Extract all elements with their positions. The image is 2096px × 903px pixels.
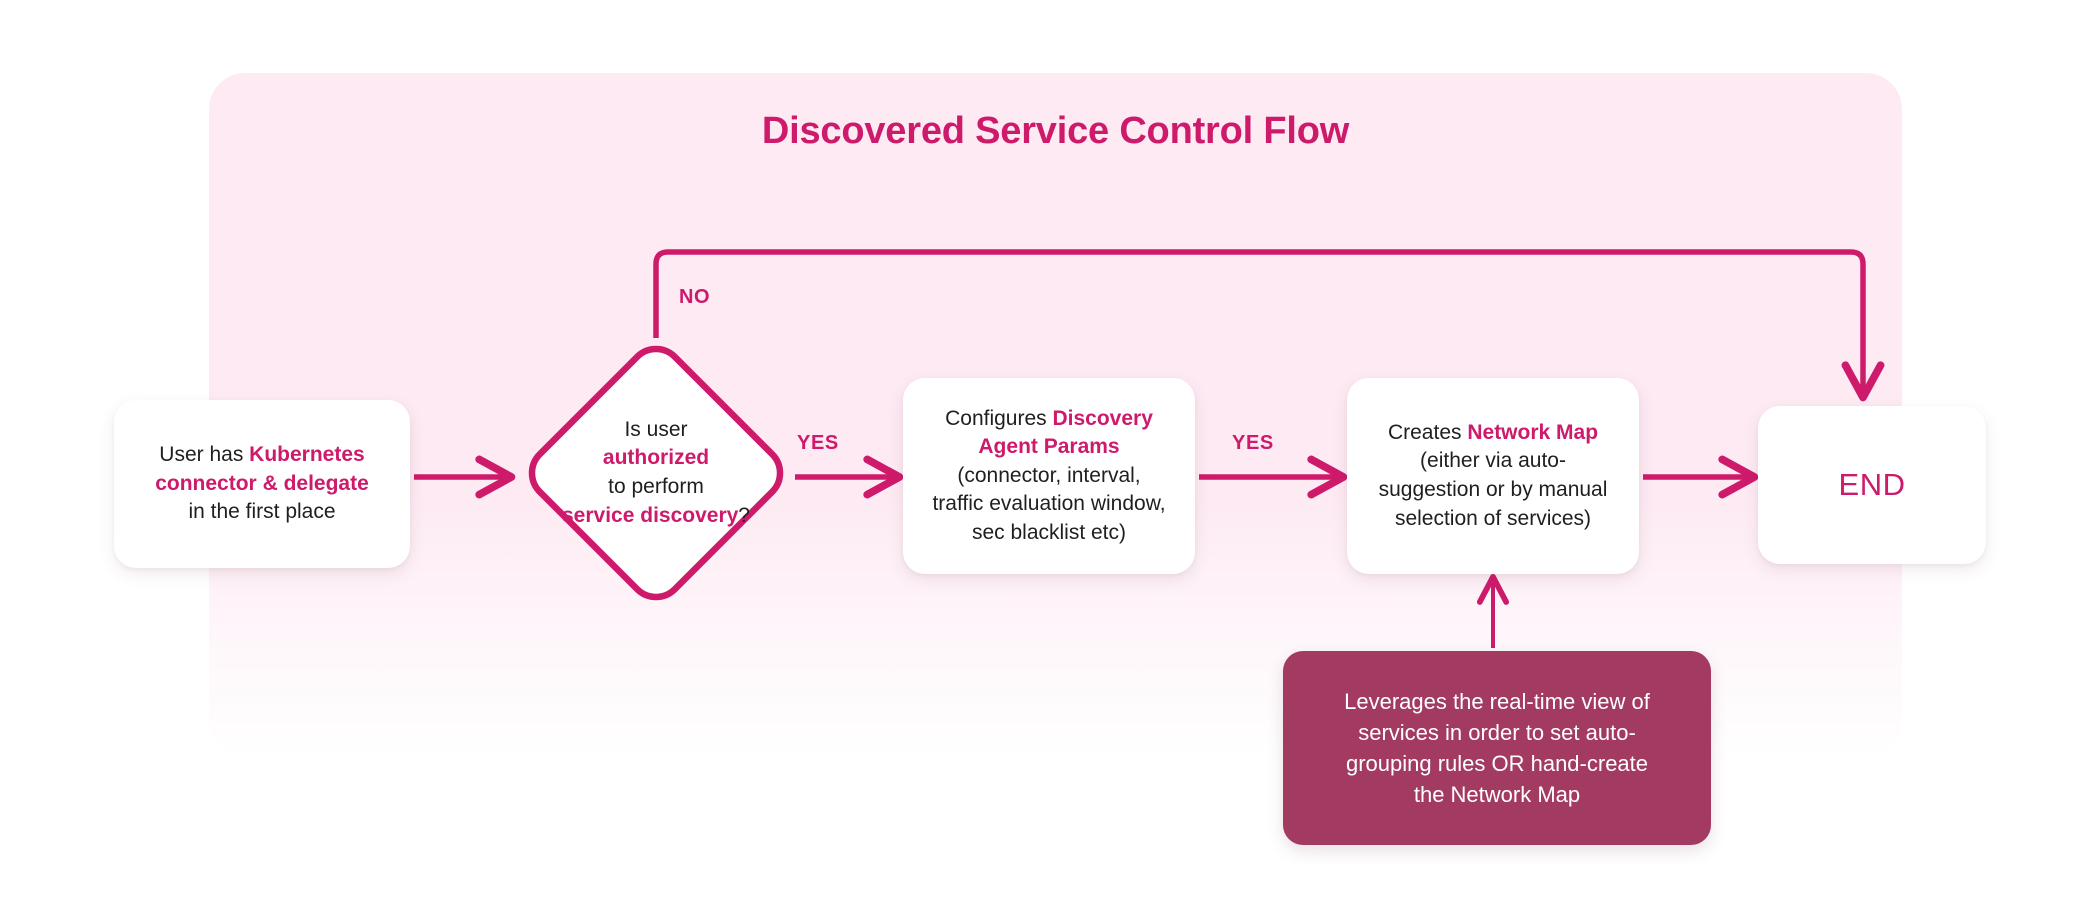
node-start-line3: in the first place — [188, 500, 336, 524]
edge-label-no: NO — [679, 286, 711, 308]
edge-label-yes-authorized: YES — [797, 432, 839, 454]
diamond-shape — [528, 345, 784, 601]
node-configure-line1-highlight: Discovery — [1052, 406, 1153, 430]
node-configure-line5: sec blacklist etc) — [971, 520, 1127, 544]
node-configure-line3: (connector, interval, — [957, 463, 1141, 487]
node-networkmap-line1-highlight: Network Map — [1467, 420, 1599, 444]
node-end[interactable]: END — [1758, 406, 1986, 564]
node-decision-line4-suffix: ? — [738, 503, 750, 527]
node-decision-is-user-authorized[interactable]: Is user authorized to perform service di… — [521, 338, 791, 608]
node-networkmap-line3: suggestion or by manual — [1378, 478, 1608, 501]
node-decision-line3: to perform — [608, 475, 704, 498]
node-start-line1-plain: User has — [159, 443, 250, 467]
node-decision-text: Is user authorized to perform service di… — [521, 338, 791, 608]
edge-label-yes-configured: YES — [1232, 432, 1274, 454]
node-configures-discovery-agent-params[interactable]: Configures Discovery Agent Params (conne… — [903, 378, 1195, 574]
node-end-label: END — [1838, 466, 1906, 502]
node-configure-line1-plain: Configures — [945, 406, 1053, 430]
node-configure-line2-highlight: Agent Params — [978, 435, 1120, 459]
node-note-line3: grouping rules OR hand-create — [1345, 751, 1649, 776]
node-networkmap-line4: selection of services) — [1394, 506, 1592, 530]
node-configure-text: Configures Discovery Agent Params (conne… — [918, 405, 1179, 548]
node-start-line2-highlight: connector & delegate — [155, 471, 369, 495]
node-networkmap-text: Creates Network Map (either via auto- su… — [1365, 419, 1622, 533]
node-note-line4: the Network Map — [1413, 782, 1581, 808]
node-creates-network-map[interactable]: Creates Network Map (either via auto- su… — [1347, 378, 1639, 574]
node-decision-line4-highlight: service discovery — [562, 503, 739, 527]
node-note-text: Leverages the real-time view of services… — [1322, 686, 1672, 811]
node-decision-line1: Is user — [624, 417, 688, 441]
node-configure-line4: traffic evaluation window, — [932, 492, 1166, 516]
node-annotation-leverages-realtime-view[interactable]: Leverages the real-time view of services… — [1283, 651, 1711, 845]
node-networkmap-line2: (either via auto- — [1420, 449, 1566, 473]
node-note-line1: Leverages the real-time view of — [1344, 688, 1650, 714]
diagram-title: Discovered Service Control Flow — [761, 110, 1350, 152]
node-start-text: User has Kubernetes connector & delegate… — [141, 441, 383, 527]
node-decision-line2-highlight: authorized — [602, 446, 710, 470]
node-networkmap-line1-plain: Creates — [1387, 420, 1468, 444]
node-note-line2: services in order to set auto- — [1358, 719, 1636, 745]
node-user-has-kubernetes-connector[interactable]: User has Kubernetes connector & delegate… — [114, 400, 410, 568]
node-start-line1-highlight: Kubernetes — [249, 443, 365, 467]
